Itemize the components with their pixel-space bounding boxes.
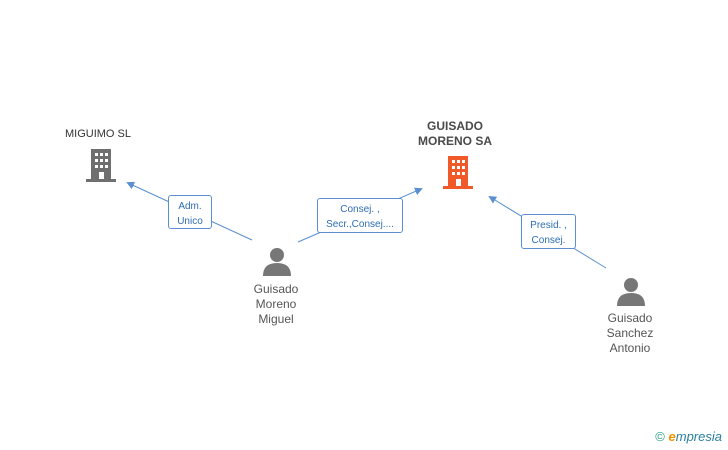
edge-label-adm-unico: Adm. Unico (168, 195, 212, 229)
copyright-symbol: © (655, 429, 665, 444)
company-name-miguimo: MIGUIMO SL (64, 128, 131, 140)
person-name-antonio: Guisado Sanchez Antonio (606, 311, 654, 355)
edge-label-presid-consej: Presid. , Consej. (521, 214, 576, 249)
company-name-guisado-moreno-sa: GUISADO MORENO SA (417, 119, 492, 148)
person-icon (617, 278, 645, 306)
brand-logo-e: e (668, 429, 676, 444)
person-name-miguel: Guisado Moreno Miguel (253, 282, 299, 326)
brand-logo-text: mpresia (675, 429, 722, 444)
brand-footer: © empresia (655, 429, 722, 444)
person-icon (263, 248, 291, 276)
edge-label-consej-secr: Consej. , Secr.,Consej.... (317, 198, 403, 233)
building-icon (443, 156, 473, 189)
building-icon (86, 149, 116, 182)
